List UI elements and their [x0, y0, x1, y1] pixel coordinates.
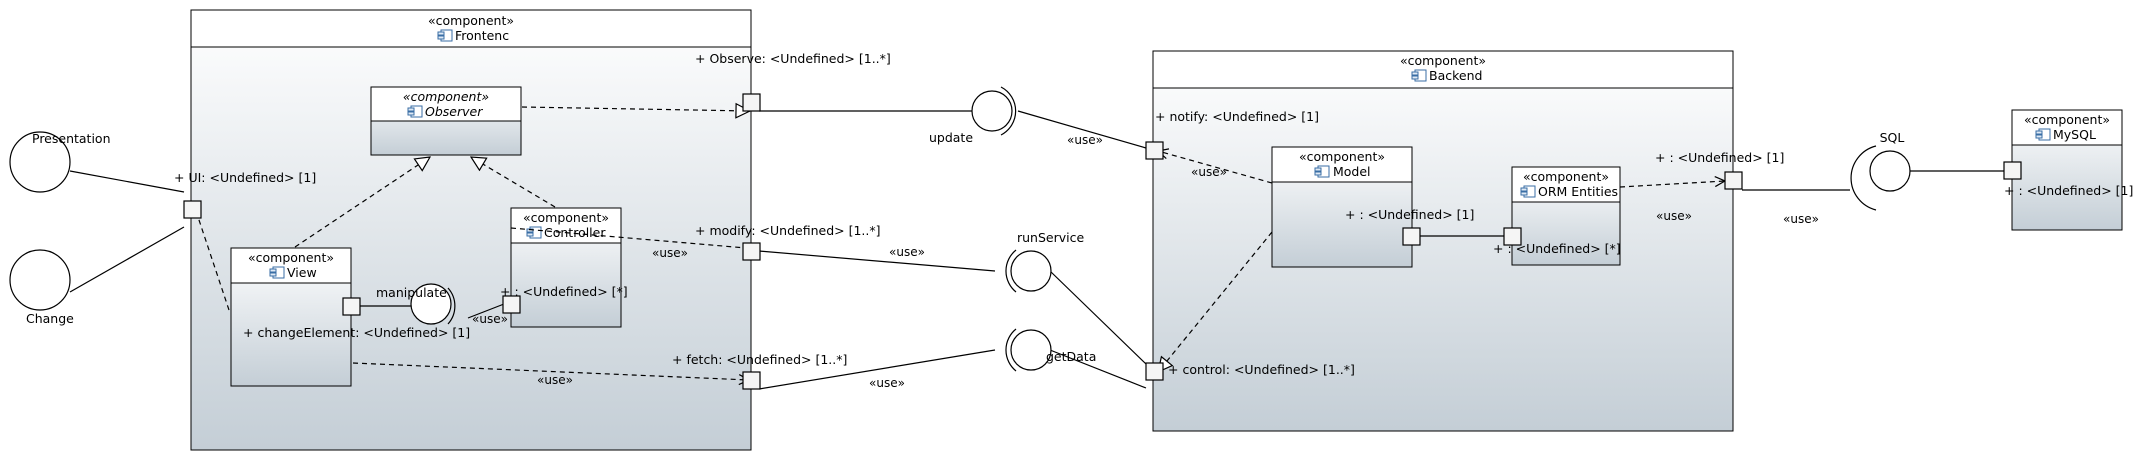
controller-port-label: + : <Undefined> [*]: [500, 284, 628, 299]
orm-port[interactable]: [1503, 227, 1522, 246]
control-port[interactable]: [1145, 362, 1164, 381]
change-interface[interactable]: Change: [9, 249, 74, 326]
backend-name: Backend: [1429, 68, 1482, 83]
view-port[interactable]: [342, 297, 361, 316]
control-port-label: + control: <Undefined> [1..*]: [1168, 362, 1355, 377]
orm-entities-component[interactable]: «component» ORM Entities: [1511, 166, 1621, 266]
mysql-name: MySQL: [2053, 127, 2096, 142]
run-service-interface[interactable]: runService: [1005, 230, 1085, 293]
model-stereotype: «component»: [1299, 149, 1385, 164]
component-icon: [437, 29, 453, 42]
use-label: «use»: [1191, 165, 1227, 179]
port-labels: + UI: <Undefined> [1] + Observe: <Undefi…: [174, 51, 2133, 377]
model-component[interactable]: «component» Model: [1271, 146, 1413, 268]
change-label: Change: [26, 311, 74, 326]
backend-right-port[interactable]: [1724, 171, 1743, 190]
modify-port-label: + modify: <Undefined> [1..*]: [695, 223, 880, 238]
use-label: «use»: [889, 245, 925, 259]
connectors: [69, 107, 2005, 390]
observe-port-label: + Observe: <Undefined> [1..*]: [695, 51, 891, 66]
notify-port[interactable]: [1145, 141, 1164, 160]
observer-stereotype: «component»: [403, 89, 489, 104]
controller-port[interactable]: [502, 295, 521, 314]
mysql-port[interactable]: [2003, 161, 2022, 180]
modify-port[interactable]: [742, 242, 761, 261]
backend-stereotype: «component»: [1400, 53, 1486, 68]
model-name: Model: [1333, 164, 1371, 179]
sql-interface[interactable]: SQL: [1850, 130, 1911, 211]
get-data-label: getData: [1046, 349, 1096, 364]
orm-port-label: + : <Undefined> [*]: [1493, 241, 1621, 256]
frontend-stereotype: «component»: [428, 13, 514, 28]
component-icon: [1314, 165, 1330, 178]
use-label: «use»: [1656, 209, 1692, 223]
get-data-interface[interactable]: getData: [1005, 328, 1096, 372]
component-icon: [269, 266, 285, 279]
presentation-label: Presentation: [32, 131, 111, 146]
use-label: «use»: [472, 312, 508, 326]
view-name: View: [287, 265, 317, 280]
manipulate-interface[interactable]: manipulate: [376, 283, 456, 325]
observer-component[interactable]: «component» Observer: [370, 86, 522, 156]
component-icon: [526, 226, 542, 239]
controller-component[interactable]: «component» Controller: [510, 207, 622, 328]
view-stereotype: «component»: [248, 250, 334, 265]
notify-port-label: + notify: <Undefined> [1]: [1155, 109, 1319, 124]
mysql-stereotype: «component»: [2024, 112, 2110, 127]
use-label: «use»: [1783, 212, 1819, 226]
model-port[interactable]: [1402, 227, 1421, 246]
component-icon: [407, 105, 423, 118]
backend-component[interactable]: «component» Backend: [1152, 50, 1734, 432]
fetch-port[interactable]: [742, 371, 761, 390]
use-labels: «use» «use» «use» «use» «use» «use» «use…: [472, 133, 1819, 390]
controller-name: Controller: [544, 225, 606, 240]
component-icon: [2035, 128, 2051, 141]
component-icon: [1520, 185, 1536, 198]
orm-stereotype: «component»: [1523, 169, 1609, 184]
manipulate-label: manipulate: [376, 285, 447, 300]
use-label: «use»: [652, 246, 688, 260]
ports: [183, 93, 2022, 390]
backend-right-port-label: + : <Undefined> [1]: [1655, 150, 1784, 165]
use-label: «use»: [537, 373, 573, 387]
view-component[interactable]: «component» View: [230, 247, 352, 387]
run-service-label: runService: [1017, 230, 1084, 245]
mysql-port-label: + : <Undefined> [1]: [2004, 183, 2133, 198]
observer-name: Observer: [425, 104, 483, 119]
controller-stereotype: «component»: [523, 210, 609, 225]
orm-name: ORM Entities: [1538, 184, 1618, 199]
use-label: «use»: [1067, 133, 1103, 147]
change-element-label: + changeElement: <Undefined> [1]: [243, 325, 470, 340]
component-icon: [1411, 69, 1427, 82]
ui-port[interactable]: [183, 200, 202, 219]
ui-port-label: + UI: <Undefined> [1]: [174, 170, 316, 185]
update-interface[interactable]: update: [929, 86, 1017, 145]
mysql-component[interactable]: «component» MySQL: [2011, 109, 2123, 231]
frontend-name: Frontenc: [455, 28, 509, 43]
fetch-port-label: + fetch: <Undefined> [1..*]: [672, 352, 847, 367]
sql-label: SQL: [1880, 130, 1905, 145]
update-label: update: [929, 130, 973, 145]
presentation-interface[interactable]: Presentation: [9, 131, 111, 193]
use-label: «use»: [869, 376, 905, 390]
observe-port[interactable]: [742, 93, 761, 112]
model-port-label: + : <Undefined> [1]: [1345, 207, 1474, 222]
